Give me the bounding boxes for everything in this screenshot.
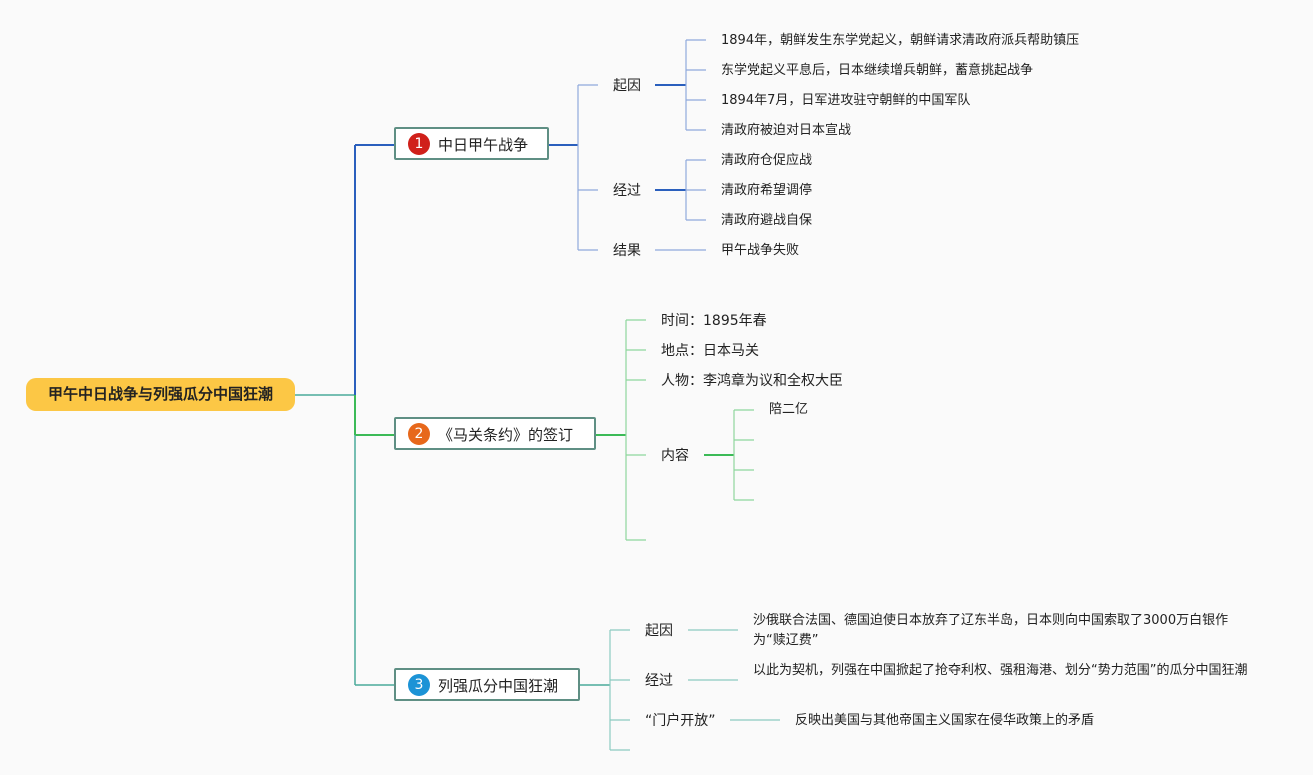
branch-1-sub-process[interactable]: 经过 <box>613 183 641 199</box>
branch-2-title: 《马关条约》的签订 <box>438 426 574 444</box>
leaf-item[interactable]: 清政府避战自保 <box>721 213 813 228</box>
leaf-item[interactable]: 1894年7月，日军进攻驻守朝鲜的中国军队 <box>721 93 971 108</box>
leaf-item[interactable]: 清政府被迫对日本宣战 <box>721 123 852 138</box>
leaf-item[interactable]: 以此为契机，列强在中国掀起了抢夺利权、强租海港、划分“势力范围”的瓜分中国狂潮 <box>753 663 1248 678</box>
branch-2-sub-place[interactable]: 地点：日本马关 <box>661 343 759 359</box>
leaf-item[interactable]: 清政府仓促应战 <box>721 153 813 168</box>
branch-1-title: 中日甲午战争 <box>438 136 529 154</box>
leaf-item[interactable]: 反映出美国与其他帝国主义国家在侵华政策上的矛盾 <box>795 713 1095 728</box>
branch-2-box[interactable]: 2 《马关条约》的签订 <box>394 417 596 450</box>
branch-3-sub-open-door[interactable]: “门户开放” <box>645 713 716 729</box>
branch-1-box[interactable]: 1 中日甲午战争 <box>394 127 549 160</box>
branch-2-sub-person[interactable]: 人物：李鸿章为议和全权大臣 <box>661 373 843 389</box>
branch-3-number-badge: 3 <box>408 674 430 696</box>
branch-3-box[interactable]: 3 列强瓜分中国狂潮 <box>394 668 580 701</box>
branch-2-number-badge: 2 <box>408 423 430 445</box>
branch-1-sub-cause[interactable]: 起因 <box>613 78 641 94</box>
branch-1-number-badge: 1 <box>408 133 430 155</box>
leaf-item[interactable]: 1894年，朝鲜发生东学党起义，朝鲜请求清政府派兵帮助镇压 <box>721 33 1080 48</box>
leaf-item[interactable]: 清政府希望调停 <box>721 183 813 198</box>
leaf-item[interactable]: 沙俄联合法国、德国迫使日本放弃了辽东半岛，日本则向中国索取了3000万白银作为“… <box>753 613 1229 648</box>
leaf-item[interactable]: 甲午战争失败 <box>721 243 800 258</box>
leaf-item[interactable]: 东学党起义平息后，日本继续增兵朝鲜，蓄意挑起战争 <box>721 63 1034 78</box>
root-topic[interactable]: 甲午中日战争与列强瓜分中国狂潮 <box>26 378 295 411</box>
branch-2-sub-time[interactable]: 时间：1895年春 <box>661 313 767 329</box>
leaf-item[interactable]: 陪二亿 <box>769 402 809 417</box>
branch-3-sub-process[interactable]: 经过 <box>645 673 673 689</box>
branch-2-sub-content[interactable]: 内容 <box>661 448 689 464</box>
branch-1-sub-result[interactable]: 结果 <box>613 243 641 259</box>
branch-3-title: 列强瓜分中国狂潮 <box>438 677 559 695</box>
branch-3-sub-cause[interactable]: 起因 <box>645 623 673 639</box>
